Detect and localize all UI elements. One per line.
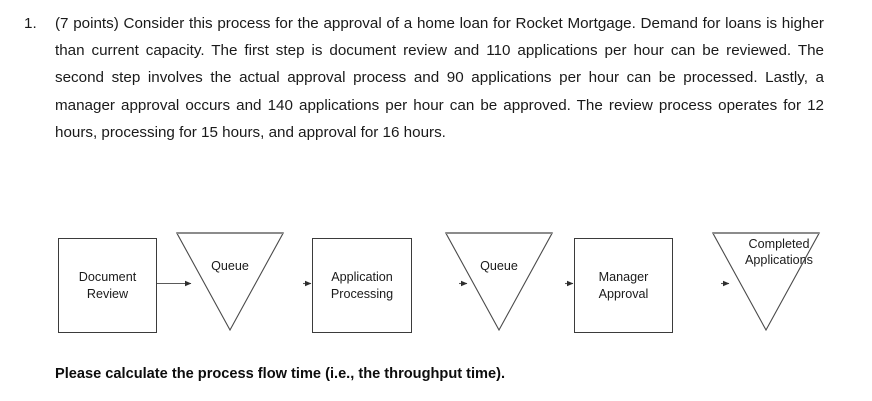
question-row: 1. (7 points) Consider this process for …: [24, 10, 824, 146]
queue-triangle-shape-2: [444, 232, 554, 332]
process-node-manager-approval[interactable]: Manager Approval: [574, 238, 673, 333]
process-node-document-review-label: Document Review: [78, 270, 137, 301]
process-node-document-review[interactable]: Document Review: [58, 238, 157, 333]
process-node-application-processing[interactable]: Application Processing: [312, 238, 412, 333]
process-node-application-processing-label: Application Processing: [330, 270, 394, 301]
question-text: (7 points) Consider this process for the…: [55, 15, 824, 141]
closing-instruction-text: Please calculate the process flow time (…: [55, 366, 506, 382]
queue-node-queue-1[interactable]: Queue: [175, 232, 285, 332]
question-number: 1.: [24, 15, 37, 32]
queue-node-queue-2[interactable]: Queue: [444, 232, 554, 332]
queue-triangle-shape-1: [175, 232, 285, 332]
question-block: 1. (7 points) Consider this process for …: [24, 10, 824, 146]
completed-applications-triangle-shape: [711, 232, 821, 332]
queue-node-completed-applications[interactable]: Completed Applications: [711, 232, 821, 332]
process-node-manager-approval-label: Manager Approval: [598, 270, 649, 301]
